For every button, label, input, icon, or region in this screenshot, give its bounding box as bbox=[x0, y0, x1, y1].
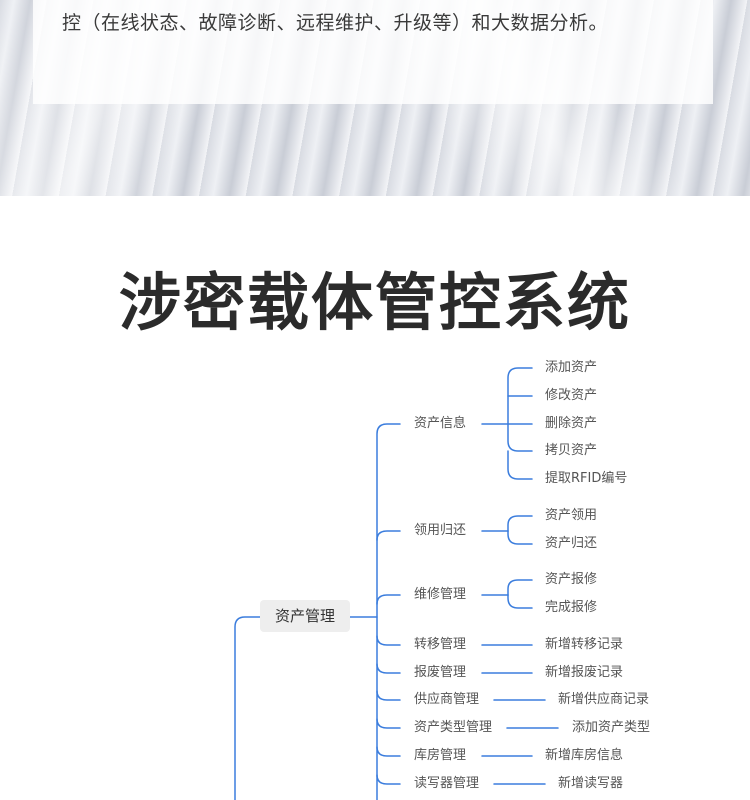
leaf-edit-asset[interactable]: 修改资产 bbox=[545, 388, 597, 404]
branch-scrap[interactable]: 报废管理 bbox=[414, 665, 466, 681]
leaf-new-reader[interactable]: 新增读写器 bbox=[558, 776, 623, 792]
branch-repair[interactable]: 维修管理 bbox=[414, 587, 466, 603]
leaf-new-scrap-record[interactable]: 新增报废记录 bbox=[545, 665, 623, 681]
leaf-extract-rfid[interactable]: 提取RFID编号 bbox=[545, 471, 627, 487]
leaf-report-repair[interactable]: 资产报修 bbox=[545, 572, 597, 588]
leaf-new-transfer-record[interactable]: 新增转移记录 bbox=[545, 637, 623, 653]
leaf-new-supplier-record[interactable]: 新增供应商记录 bbox=[558, 692, 649, 708]
leaf-delete-asset[interactable]: 删除资产 bbox=[545, 416, 597, 432]
leaf-copy-asset[interactable]: 拷贝资产 bbox=[545, 443, 597, 459]
leaf-complete-repair[interactable]: 完成报修 bbox=[545, 600, 597, 616]
branch-supplier[interactable]: 供应商管理 bbox=[414, 692, 479, 708]
branch-borrow-return[interactable]: 领用归还 bbox=[414, 523, 466, 539]
branch-reader[interactable]: 读写器管理 bbox=[414, 776, 479, 792]
leaf-asset-borrow[interactable]: 资产领用 bbox=[545, 508, 597, 524]
branch-warehouse[interactable]: 库房管理 bbox=[414, 748, 466, 764]
leaf-add-asset[interactable]: 添加资产 bbox=[545, 360, 597, 376]
mindmap-root-node[interactable]: 资产管理 bbox=[260, 600, 350, 632]
branch-transfer[interactable]: 转移管理 bbox=[414, 637, 466, 653]
branch-asset-info[interactable]: 资产信息 bbox=[414, 416, 466, 432]
leaf-asset-return[interactable]: 资产归还 bbox=[545, 536, 597, 552]
leaf-new-warehouse-info[interactable]: 新增库房信息 bbox=[545, 748, 623, 764]
branch-asset-type[interactable]: 资产类型管理 bbox=[414, 720, 492, 736]
leaf-add-asset-type[interactable]: 添加资产类型 bbox=[572, 720, 650, 736]
